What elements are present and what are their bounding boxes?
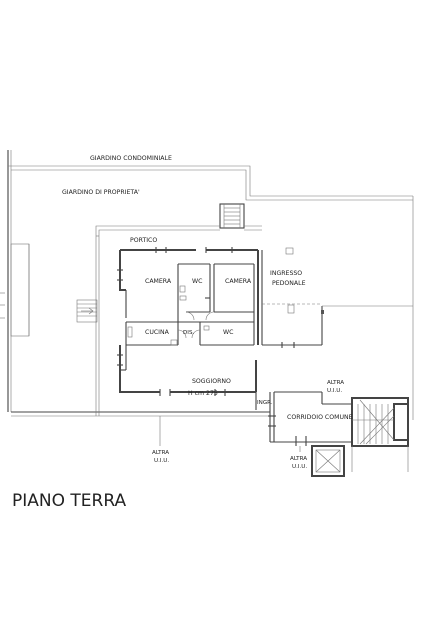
lot-boundary xyxy=(0,150,414,420)
label-other-unit-bottom-1: ALTRA xyxy=(152,450,169,456)
label-garden-shared: GIARDINO CONDOMINIALE xyxy=(90,155,172,162)
label-garden-private: GIARDINO DI PROPRIETA' xyxy=(62,189,140,196)
label-pedestrian-entrance-2: PEDONALE xyxy=(272,280,306,287)
label-camera-2: CAMERA xyxy=(225,278,252,285)
label-living-room: SOGGIORNO xyxy=(192,378,231,385)
left-stair xyxy=(76,299,98,323)
label-wc-2: WC xyxy=(223,329,233,336)
label-other-unit-right-1: ALTRA xyxy=(327,380,344,386)
corridor-walls xyxy=(255,391,352,446)
label-other-unit-right-2: U.I.U. xyxy=(327,388,342,394)
label-entrance: INGR. xyxy=(257,400,273,406)
page-title: PIANO TERRA xyxy=(12,491,126,511)
staircase-core xyxy=(351,397,409,472)
label-corridor: CORRIDOIO COMUNE xyxy=(287,414,353,421)
label-portico: PORTICO xyxy=(130,237,157,244)
label-camera-1: CAMERA xyxy=(145,278,172,285)
label-other-unit-center-1: ALTRA xyxy=(290,456,307,462)
apartment-walls xyxy=(117,247,259,396)
label-dis: DIS. xyxy=(183,330,195,336)
label-other-unit-center-2: U.I.U. xyxy=(292,464,307,470)
portico-outline xyxy=(95,225,262,416)
top-stair xyxy=(219,203,245,229)
label-kitchen: CUCINA xyxy=(145,329,170,336)
label-pedestrian-entrance-1: INGRESSO xyxy=(270,270,302,277)
label-ceiling-height: H cm 275 xyxy=(188,390,218,397)
pedestrian-entrance-walls xyxy=(261,247,413,348)
label-wc-1: WC xyxy=(192,278,202,285)
elevator xyxy=(311,445,345,477)
label-other-unit-bottom-2: U.I.U. xyxy=(154,458,169,464)
